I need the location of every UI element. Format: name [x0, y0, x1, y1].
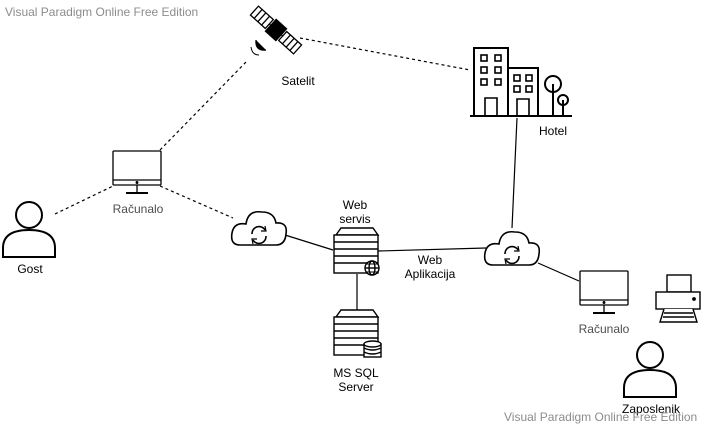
- satellite-icon: [249, 5, 303, 56]
- edge-racunalo-satelit: [159, 59, 249, 151]
- edge-racunalo-cloud: [159, 185, 234, 219]
- label-ms-sql-server: MS SQL Server: [326, 366, 386, 394]
- label-ms-sql-line2: Server: [338, 380, 374, 394]
- label-web-aplikacija-line2: Aplikacija: [404, 267, 456, 281]
- cloud-icon-internet: [230, 210, 288, 246]
- watermark-top: Visual Paradigm Online Free Edition: [5, 5, 199, 19]
- label-zaposlenik: Zaposlenik: [621, 402, 681, 416]
- hotel-icon: [470, 47, 572, 117]
- database-server-icon: [333, 309, 382, 358]
- label-racunalo-employee: Računalo: [578, 322, 630, 336]
- label-satelit: Satelit: [281, 74, 315, 88]
- label-web-servis-line2: servis: [339, 212, 371, 226]
- edge-satelit-hotel: [299, 37, 471, 71]
- label-gost: Gost: [17, 262, 43, 276]
- edge-gost-racunalo: [54, 185, 114, 215]
- label-hotel: Hotel: [538, 124, 567, 138]
- watermark-bottom: Visual Paradigm Online Free Edition: [504, 410, 698, 424]
- edge-webservis-cloud2: [377, 247, 487, 252]
- person-icon-zaposlenik: [623, 341, 677, 398]
- monitor-icon-employee: [579, 270, 629, 314]
- label-ms-sql-line1: MS SQL: [333, 366, 379, 380]
- edge-cloud-webservis: [284, 234, 334, 251]
- edge-cloud2-racunalo: [537, 262, 580, 282]
- monitor-icon-guest: [112, 150, 162, 194]
- cloud-icon-app: [483, 230, 541, 266]
- label-web-servis-line1: Web: [342, 198, 368, 212]
- label-racunalo-guest: Računalo: [112, 202, 164, 216]
- edge-hotel-cloud2: [511, 117, 518, 229]
- person-icon-gost: [2, 201, 56, 258]
- label-web-aplikacija: Web Aplikacija: [396, 253, 464, 281]
- printer-icon: [655, 274, 701, 323]
- label-web-aplikacija-line1: Web: [417, 253, 443, 267]
- label-web-servis: Web servis: [327, 198, 383, 226]
- server-icon-web: [333, 227, 380, 276]
